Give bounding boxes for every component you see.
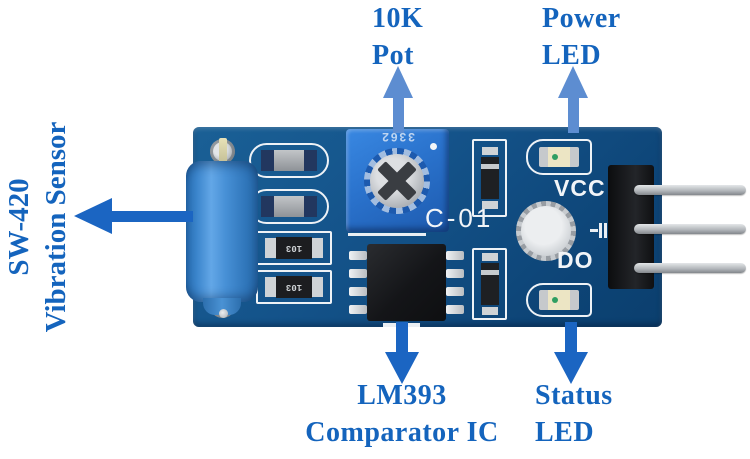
- sensor-top-pin: [219, 138, 227, 166]
- pot-adjust-screw: [370, 154, 424, 208]
- arrow-head: [554, 352, 588, 384]
- power-led: [526, 139, 592, 175]
- silkscreen-line: [348, 233, 426, 236]
- comparator-label-line2: Comparator IC: [305, 417, 499, 448]
- potentiometer: 3362: [346, 129, 449, 232]
- vcc-text: VCC: [554, 175, 606, 201]
- comparator-label-line1: LM393: [357, 380, 447, 411]
- arrow-tail: [393, 96, 404, 133]
- pcb-board: 103 103 3362 C-01: [193, 127, 662, 327]
- arrow-head: [385, 352, 419, 384]
- smd-diode-1: [472, 139, 507, 217]
- vibration-sensor-label-line1: SW-420: [3, 178, 35, 276]
- smd-resistor-1: [249, 143, 329, 178]
- solder-pad: [383, 323, 396, 327]
- smd-resistor-4: 103: [256, 270, 332, 304]
- status-led-label-line2: LED: [535, 417, 595, 448]
- arrow-left-icon-sensor: [74, 198, 194, 234]
- smd-resistor-3: 103: [256, 231, 332, 265]
- arrow-tail: [110, 211, 193, 222]
- arrow-head: [558, 66, 588, 98]
- smd-diode-2: [472, 248, 507, 320]
- capacitor: [516, 201, 576, 261]
- ic-pin: [349, 269, 367, 278]
- resistor-marking: 103: [276, 276, 312, 298]
- resistor-body: [261, 196, 317, 217]
- smd-resistor-2: [249, 189, 329, 224]
- arrow-up-icon-power-led: [558, 66, 588, 133]
- power-led-label-line1: Power: [542, 3, 621, 34]
- arrow-head: [383, 66, 413, 98]
- power-led-label: Power LED: [542, 0, 621, 74]
- header-pin-vcc: [634, 185, 746, 195]
- power-led-label-line2: LED: [542, 40, 602, 71]
- vibration-sensor-label: SW-420 Vibration Sensor: [1, 87, 75, 367]
- status-led-label: Status LED: [535, 377, 613, 451]
- ic-pin: [446, 305, 464, 314]
- ic-pin: [349, 305, 367, 314]
- board-id-text: C-01: [425, 203, 494, 233]
- solder-pad: [407, 323, 420, 327]
- resistor-body: [261, 150, 317, 171]
- pot-label: 10K Pot: [372, 0, 423, 74]
- vibration-sensor-label-line2: Vibration Sensor: [40, 121, 72, 333]
- pot-label-line1: 10K: [372, 3, 424, 34]
- resistor-marking: 103: [276, 237, 312, 259]
- ic-pin: [349, 251, 367, 260]
- arrow-up-icon-pot: [383, 66, 413, 133]
- sensor-bottom-pin: [219, 309, 228, 318]
- arrow-tail: [565, 322, 577, 354]
- arrow-down-icon-status-led: [554, 322, 588, 384]
- comparator-label: LM393 Comparator IC: [280, 377, 524, 451]
- vibration-sensor-cylinder: [186, 161, 258, 302]
- status-led: [526, 283, 592, 317]
- arrow-tail: [396, 322, 408, 354]
- do-text: DO: [557, 247, 594, 273]
- header-pin-gnd: [634, 224, 746, 234]
- ic-pin: [446, 287, 464, 296]
- header-pin-do: [634, 263, 746, 273]
- arrow-down-icon-lm393: [385, 322, 419, 384]
- pot-label-line2: Pot: [372, 40, 414, 71]
- pot-index-dot: [430, 143, 437, 150]
- lm393-ic: [367, 244, 446, 321]
- arrow-tail: [568, 96, 579, 133]
- ic-pin: [446, 251, 464, 260]
- ic-pin: [349, 287, 367, 296]
- status-led-label-line1: Status: [535, 380, 613, 411]
- ic-pin: [446, 269, 464, 278]
- arrow-head: [74, 198, 112, 234]
- sensor-bottom-tip: [203, 298, 241, 315]
